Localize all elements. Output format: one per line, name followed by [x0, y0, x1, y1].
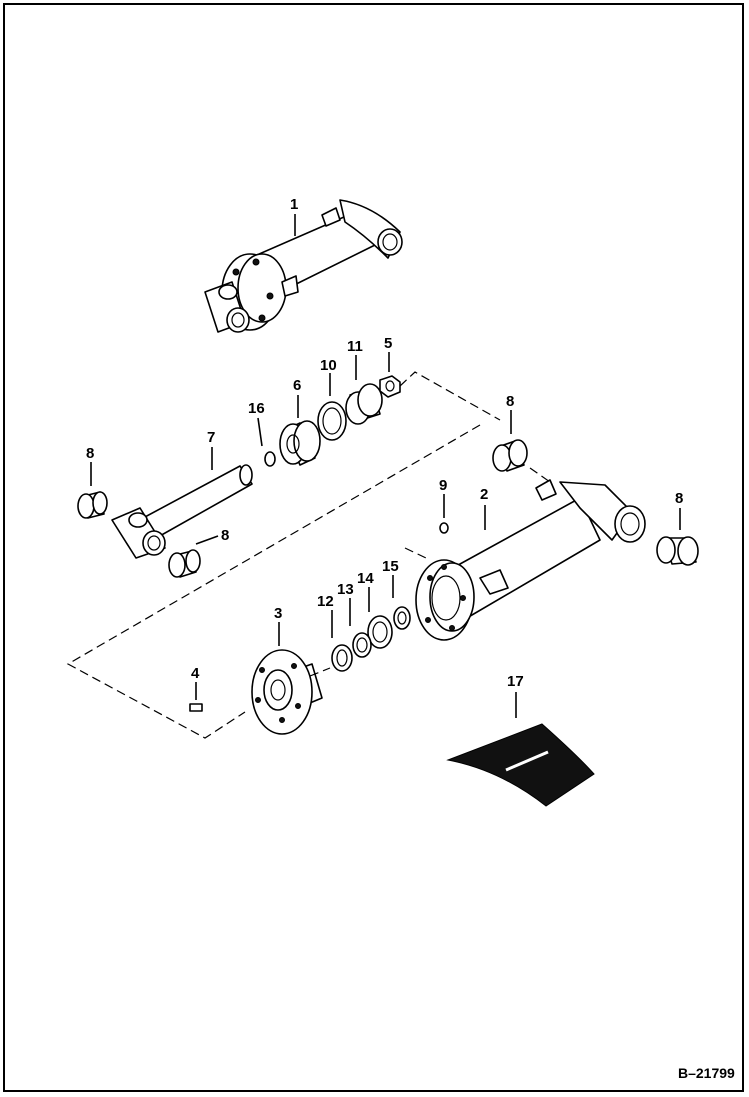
callout-4: 4: [191, 665, 200, 682]
part-6-piston[interactable]: [279, 420, 321, 466]
callout-8a: 8: [86, 445, 94, 462]
part-13-seal[interactable]: [352, 632, 372, 658]
callout-9: 9: [439, 477, 447, 494]
part-7-rod[interactable]: [111, 464, 253, 559]
callout-10: 10: [320, 357, 337, 374]
callout-11: 11: [347, 338, 363, 355]
callout-2: 2: [480, 486, 488, 503]
part-16-o-ring[interactable]: [264, 451, 276, 467]
part-8-bushing-a[interactable]: [77, 491, 108, 519]
part-3-head[interactable]: [251, 649, 323, 735]
part-14-seal[interactable]: [367, 615, 393, 649]
part-10-seal[interactable]: [317, 401, 347, 441]
part-4-bolt[interactable]: [189, 703, 203, 712]
callout-8c: 8: [506, 393, 514, 410]
part-1-cylinder-assembly[interactable]: [204, 199, 403, 333]
callout-16: 16: [248, 400, 265, 417]
leader-lines: [90, 214, 681, 718]
part-15-ring[interactable]: [393, 606, 411, 630]
part-8-bushing-b[interactable]: [168, 549, 201, 578]
part-5-nut[interactable]: [379, 375, 401, 398]
callout-3: 3: [274, 605, 282, 622]
page-border: [3, 3, 744, 1092]
callout-17: 17: [507, 673, 524, 690]
part-11-wear-ring[interactable]: [345, 383, 383, 425]
part-9-fitting[interactable]: [439, 522, 449, 534]
callout-1: 1: [290, 196, 298, 213]
callout-14: 14: [357, 570, 374, 587]
callout-13: 13: [337, 581, 354, 598]
callout-6: 6: [293, 377, 301, 394]
part-8-bushing-d[interactable]: [656, 536, 699, 566]
callout-7: 7: [207, 429, 215, 446]
part-17-decal[interactable]: [446, 723, 595, 807]
part-12-wiper[interactable]: [331, 644, 353, 672]
assembly-dashed-lines: [66, 371, 551, 739]
callout-8b: 8: [221, 527, 229, 544]
part-8-bushing-c[interactable]: [492, 439, 528, 472]
callout-12: 12: [317, 593, 334, 610]
callout-8d: 8: [675, 490, 683, 507]
callout-15: 15: [382, 558, 399, 575]
part-2-barrel[interactable]: [415, 479, 646, 641]
drawing-number: B–21799: [678, 1065, 735, 1081]
callout-5: 5: [384, 335, 392, 352]
callout-labels: 1 2 3 4 5 6 7 8 8 8 8 9 10 11 12 13 14 1…: [86, 196, 683, 690]
